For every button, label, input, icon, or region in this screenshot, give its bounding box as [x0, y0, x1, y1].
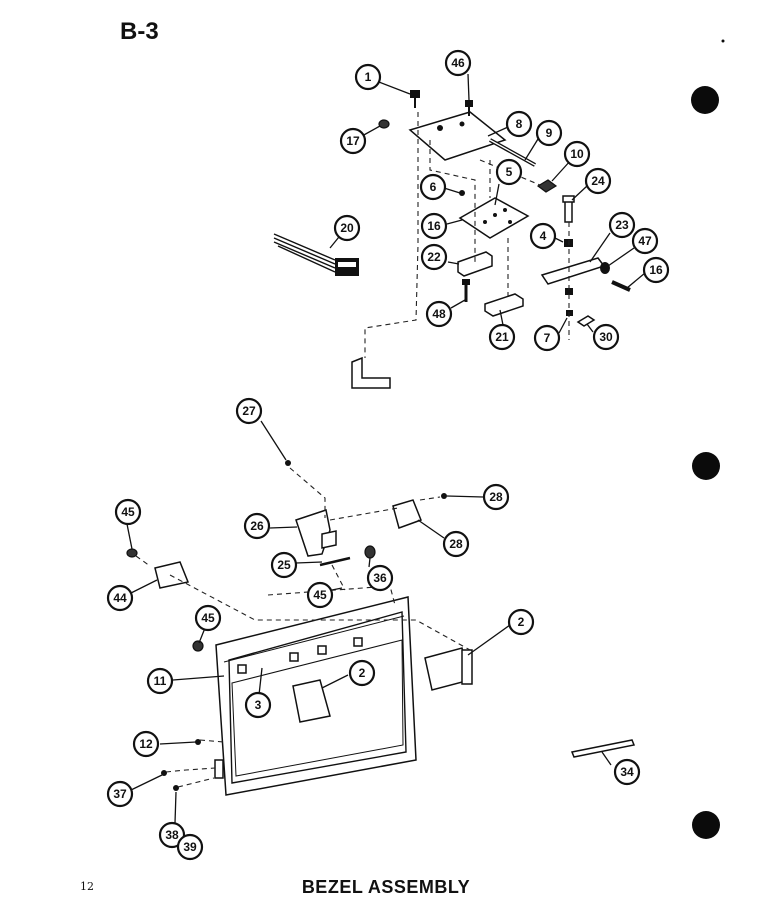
punch-hole-top	[691, 86, 719, 114]
svg-text:1: 1	[365, 70, 372, 84]
callout: 2	[348, 659, 376, 687]
svg-text:20: 20	[340, 221, 354, 235]
callout: 46	[444, 49, 472, 77]
svg-text:37: 37	[113, 787, 127, 801]
callout: 34	[613, 758, 641, 786]
upper-assembly	[273, 90, 631, 389]
callout: 10	[563, 140, 591, 168]
callout: 3	[244, 691, 272, 719]
svg-text:25: 25	[277, 558, 291, 572]
callout: 12	[132, 730, 160, 758]
svg-text:26: 26	[250, 519, 264, 533]
svg-text:2: 2	[359, 666, 366, 680]
callout: 36	[366, 564, 394, 592]
callout: 27	[235, 397, 263, 425]
svg-text:3: 3	[255, 698, 262, 712]
svg-text:12: 12	[139, 737, 153, 751]
svg-text:23: 23	[615, 218, 629, 232]
callout: 7	[533, 324, 561, 352]
svg-text:24: 24	[591, 174, 605, 188]
callout: 26	[243, 512, 271, 540]
punch-hole-bottom	[692, 811, 720, 839]
svg-text:21: 21	[495, 330, 509, 344]
callout: 30	[592, 323, 620, 351]
svg-text:8: 8	[516, 117, 523, 131]
callout: 5	[495, 158, 523, 186]
lower-assembly	[126, 460, 636, 796]
callout: 17	[339, 127, 367, 155]
screw-part	[465, 100, 473, 116]
svg-text:44: 44	[113, 591, 127, 605]
callout: 45	[194, 604, 222, 632]
callout: 4	[529, 222, 557, 250]
svg-text:36: 36	[373, 571, 387, 585]
callout: 39	[176, 833, 204, 861]
callout: 22	[420, 243, 448, 271]
bracket-part	[292, 679, 331, 723]
callout: 9	[535, 119, 563, 147]
callout: 44	[106, 584, 134, 612]
svg-text:22: 22	[427, 250, 441, 264]
wire-harness-part	[273, 233, 359, 276]
svg-text:30: 30	[599, 330, 613, 344]
svg-text:28: 28	[449, 537, 463, 551]
callout: 45	[114, 498, 142, 526]
svg-text:39: 39	[183, 840, 197, 854]
svg-text:28: 28	[489, 490, 503, 504]
svg-text:34: 34	[620, 765, 634, 779]
page-code: B-3	[120, 18, 159, 45]
svg-text:5: 5	[506, 165, 513, 179]
svg-text:45: 45	[313, 588, 327, 602]
callout: 2	[507, 608, 535, 636]
punch-hole-middle	[692, 452, 720, 480]
lever-arm-part	[540, 257, 606, 285]
callout: 28	[482, 483, 510, 511]
callout: 28	[442, 530, 470, 558]
svg-text:11: 11	[154, 674, 167, 688]
svg-text:46: 46	[451, 56, 465, 70]
leader-lines	[126, 73, 646, 824]
callout: 38	[158, 821, 186, 849]
callout: 23	[608, 211, 636, 239]
svg-text:38: 38	[165, 828, 179, 842]
plate-part	[154, 561, 190, 589]
callout: 20	[333, 214, 361, 242]
svg-text:9: 9	[546, 126, 553, 140]
callout: 24	[584, 167, 612, 195]
callout: 8	[505, 110, 533, 138]
svg-text:7: 7	[544, 331, 551, 345]
svg-text:6: 6	[430, 180, 437, 194]
svg-text:4: 4	[540, 229, 547, 243]
callout: 47	[631, 227, 659, 255]
circuit-board-part	[458, 197, 530, 239]
callout: 16	[642, 256, 670, 284]
callout: 1	[354, 63, 382, 91]
mounting-plate-part	[408, 111, 507, 161]
seal-strip-part	[570, 739, 636, 758]
svg-text:17: 17	[346, 134, 360, 148]
svg-text:27: 27	[242, 404, 256, 418]
screw-part	[410, 90, 420, 108]
callout: 37	[106, 780, 134, 808]
svg-text:45: 45	[201, 611, 215, 625]
callout: 16	[420, 212, 448, 240]
svg-text:16: 16	[427, 219, 441, 233]
callout: 11	[146, 667, 174, 695]
callout: 45	[306, 581, 334, 609]
callout: 21	[488, 323, 516, 351]
callout: 48	[425, 300, 453, 328]
svg-text:2: 2	[518, 615, 525, 629]
svg-text:16: 16	[649, 263, 663, 277]
svg-text:45: 45	[121, 505, 135, 519]
page-number: 12	[80, 880, 94, 893]
callout: 25	[270, 551, 298, 579]
page-title: BEZEL ASSEMBLY	[301, 877, 471, 897]
svg-text:47: 47	[638, 234, 652, 248]
svg-text:10: 10	[570, 147, 584, 161]
callout: 6	[419, 173, 447, 201]
svg-text:48: 48	[432, 307, 446, 321]
